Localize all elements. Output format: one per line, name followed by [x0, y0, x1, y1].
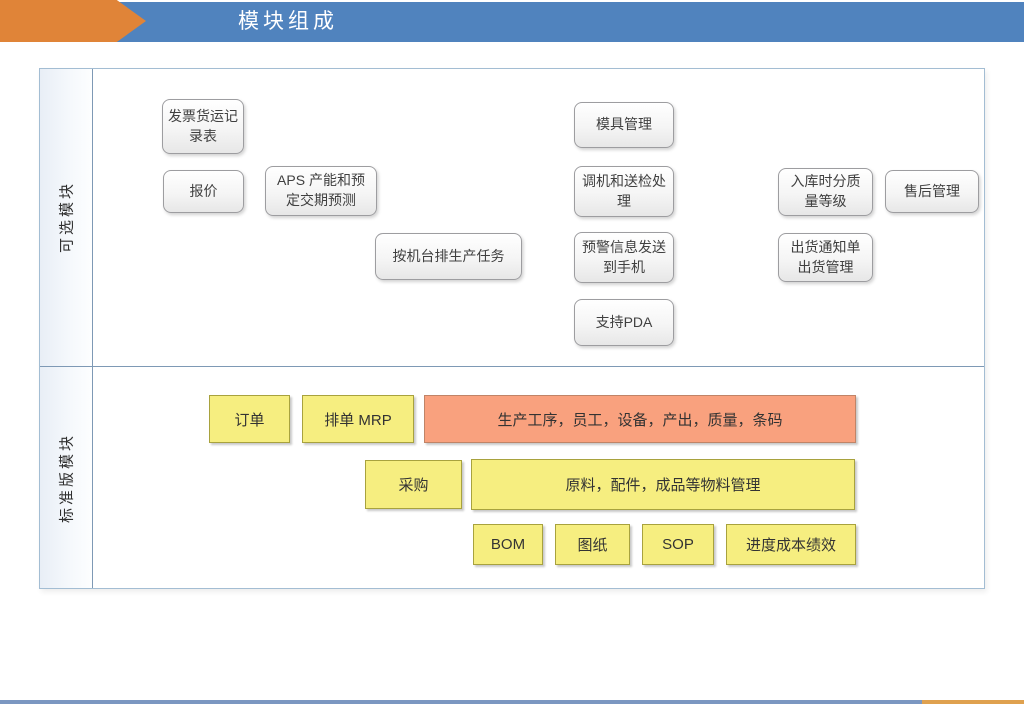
title-banner — [38, 2, 1024, 42]
box-purchasing: 采购 — [365, 460, 462, 509]
box-sop: SOP — [642, 524, 714, 565]
section-divider — [40, 366, 984, 367]
box-after-sales: 售后管理 — [885, 170, 979, 213]
footer-bar-orange — [922, 700, 1024, 704]
slide-title: 模块组成 — [238, 10, 338, 33]
footer-bar-blue — [0, 700, 922, 704]
box-inbound-quality-grading: 入库时分质量等级 — [778, 168, 873, 216]
box-alert-to-phone: 预警信息发送到手机 — [574, 232, 674, 283]
box-pda-support: 支持PDA — [574, 299, 674, 346]
box-scheduling-mrp: 排单 MRP — [302, 395, 414, 443]
row-label-column — [40, 69, 93, 588]
box-materials-management: 原料，配件，成品等物料管理 — [471, 459, 855, 510]
optional-section-label: 可选模块 — [58, 180, 76, 254]
box-shipping-notice-management: 出货通知单出货管理 — [778, 233, 873, 282]
box-progress-cost-kpi: 进度成本绩效 — [726, 524, 856, 565]
box-drawings: 图纸 — [555, 524, 630, 565]
box-invoice-shipping-record: 发票货运记录表 — [162, 99, 244, 154]
box-machine-task-scheduling: 按机台排生产任务 — [375, 233, 522, 280]
box-aps-capacity-forecast: APS 产能和预定交期预测 — [265, 166, 377, 216]
box-bom: BOM — [473, 524, 543, 565]
box-orders: 订单 — [209, 395, 290, 443]
box-production-process: 生产工序，员工，设备，产出，质量，条码 — [424, 395, 856, 443]
box-quote: 报价 — [163, 170, 244, 213]
box-mold-management: 模具管理 — [574, 102, 674, 148]
arrow-decoration — [0, 0, 146, 42]
standard-section-label: 标准版模块 — [58, 432, 76, 524]
box-machine-setup-inspection: 调机和送检处理 — [574, 166, 674, 217]
